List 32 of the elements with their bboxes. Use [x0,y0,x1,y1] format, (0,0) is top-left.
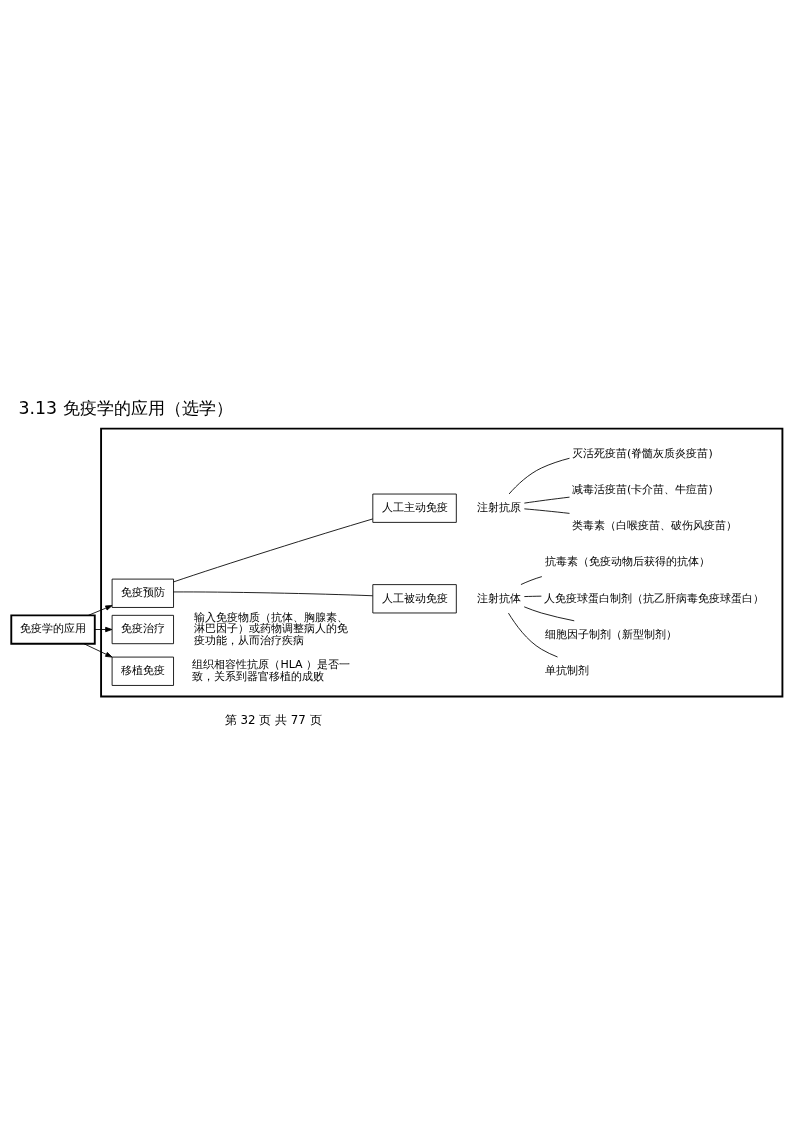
label: 第 32 页 共 77 页 [224,712,322,727]
arrow [83,642,113,657]
node-text: 类毒素（白喉疫苗、破伤风疫苗） [572,518,738,532]
node-text: 单抗制剂 [544,663,589,677]
node-text: 人免疫球蛋白制剂（抗乙肝病毒免疫球蛋白） [543,591,764,605]
connector [523,507,570,514]
node-box: 移植免疫 [111,656,174,686]
diagram-title: 3.13 免疫学的应用（选学） [18,397,233,418]
node-label: 输入免疫物质（抗体、胸腺素、淋巴因子）或药物调整病人的免疫功能，从而治疗疾病 [194,610,349,647]
connector [523,595,542,597]
node-box: 人工主动免疫 [372,493,457,523]
connector [173,518,374,582]
node-text: 减毒活疫苗(卡介苗、牛痘苗) [572,482,713,496]
node-box: 人工被动免疫 [372,583,457,613]
node-label: 组织相容性抗原（HLA ）是否一致，关系到器官移植的成败 [192,657,351,683]
node-text: 抗毒素（免疫动物后获得的抗体） [544,554,710,568]
node-box: 免疫学的应用 [10,613,96,645]
node-text: 注射抗原 [476,500,521,514]
connector [173,591,374,596]
connector [523,496,570,504]
node-box: 免疫预防 [111,578,174,608]
connector [508,457,570,494]
arrow [94,626,113,632]
node-box: 免疫治疗 [111,614,174,644]
cluster [100,427,784,697]
connector [520,575,543,585]
node-text: 细胞因子制剂（新型制剂） [544,627,677,641]
connector [508,612,558,657]
arrow [88,604,113,616]
connector [523,605,575,621]
node-text: 灭活死疫苗(脊髓灰质炎疫苗) [572,446,713,460]
node-text: 注射抗体 [476,591,521,605]
